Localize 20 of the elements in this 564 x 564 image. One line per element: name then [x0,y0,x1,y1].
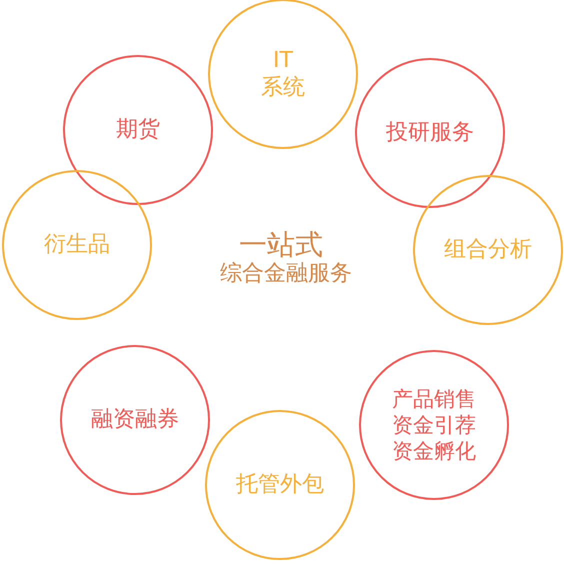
service-circle [63,55,213,205]
service-label: 资金引荐 [392,412,476,438]
service-label: 组合分析 [444,236,532,264]
service-label: 衍生品 [44,231,110,259]
service-circle [60,345,210,495]
service-circle [205,410,355,560]
center-subheading: 综合金融服务 [220,262,352,286]
service-circle [355,58,505,208]
service-circle [359,350,509,500]
service-label: 期货 [116,116,160,144]
service-label: 融资融券 [91,406,179,434]
service-label: 托管外包 [236,471,324,499]
service-label: 产品销售 [392,386,476,412]
service-label: IT 系统 [260,46,306,102]
service-circle [208,0,358,149]
service-label: 投研服务 [386,119,474,147]
center-heading: 一站式 [239,230,323,260]
service-circle [413,175,563,325]
service-label: 资金孵化 [392,438,476,464]
service-circle [2,170,152,320]
